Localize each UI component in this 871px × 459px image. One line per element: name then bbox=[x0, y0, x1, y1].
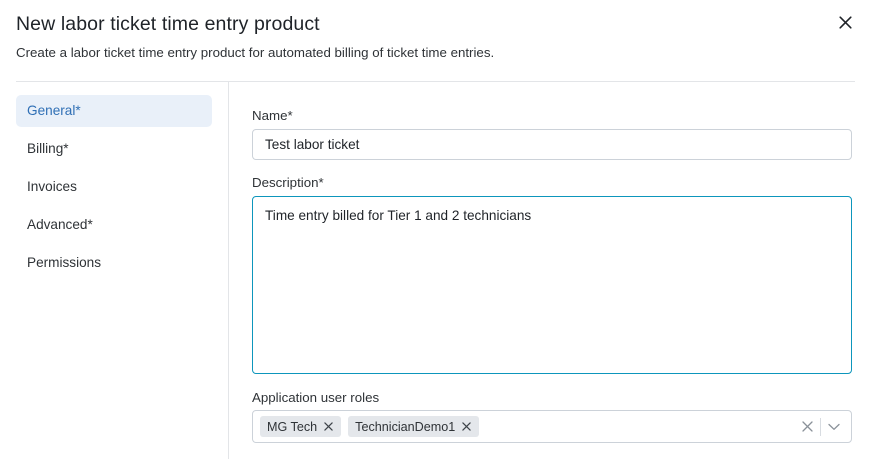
dialog-subtitle: Create a labor ticket time entry product… bbox=[16, 45, 495, 60]
description-textarea[interactable] bbox=[253, 197, 851, 373]
selected-chips: MG Tech TechnicianDemo1 bbox=[260, 416, 794, 437]
dialog-header: New labor ticket time entry product Crea… bbox=[0, 0, 871, 81]
description-label: Description* bbox=[252, 175, 324, 190]
sidebar-item-label: Billing* bbox=[27, 141, 69, 156]
chip-label: TechnicianDemo1 bbox=[355, 419, 456, 434]
chip-mg-tech[interactable]: MG Tech bbox=[260, 416, 342, 437]
sidebar-item-permissions[interactable]: Permissions bbox=[16, 247, 212, 279]
chip-label: MG Tech bbox=[267, 419, 318, 434]
chevron-down-icon bbox=[828, 423, 840, 431]
sidebar-item-general[interactable]: General* bbox=[16, 95, 212, 127]
close-icon bbox=[801, 421, 813, 432]
clear-selection-button[interactable] bbox=[794, 416, 820, 438]
close-button[interactable] bbox=[834, 11, 856, 33]
sidebar-item-billing[interactable]: Billing* bbox=[16, 133, 212, 165]
page-title: New labor ticket time entry product bbox=[16, 13, 320, 35]
sidebar-item-label: Advanced* bbox=[27, 217, 93, 232]
name-input[interactable] bbox=[252, 129, 852, 160]
chip-technician-demo1[interactable]: TechnicianDemo1 bbox=[348, 416, 480, 437]
application-user-roles-label: Application user roles bbox=[252, 390, 380, 405]
form-panel: Name* Description* Application user role… bbox=[229, 82, 871, 459]
dialog-body: General* Billing* Invoices Advanced* Per… bbox=[0, 82, 871, 459]
close-icon bbox=[838, 15, 852, 29]
sidebar-item-label: Permissions bbox=[27, 255, 102, 270]
application-user-roles-multiselect[interactable]: MG Tech TechnicianDemo1 bbox=[252, 410, 852, 443]
sidebar-item-label: General* bbox=[27, 103, 81, 118]
close-icon[interactable] bbox=[461, 421, 472, 432]
sidebar-item-label: Invoices bbox=[27, 179, 77, 194]
sidebar-item-advanced[interactable]: Advanced* bbox=[16, 209, 212, 241]
multiselect-actions bbox=[794, 416, 847, 438]
description-field-wrapper bbox=[252, 196, 852, 374]
sidebar-item-invoices[interactable]: Invoices bbox=[16, 171, 212, 203]
multiselect-separator bbox=[820, 417, 821, 436]
dropdown-toggle-button[interactable] bbox=[821, 416, 847, 438]
close-icon[interactable] bbox=[323, 421, 334, 432]
name-label: Name* bbox=[252, 108, 293, 123]
panel-divider bbox=[228, 82, 229, 459]
sidebar-nav: General* Billing* Invoices Advanced* Per… bbox=[0, 82, 228, 459]
header-divider bbox=[16, 81, 855, 82]
